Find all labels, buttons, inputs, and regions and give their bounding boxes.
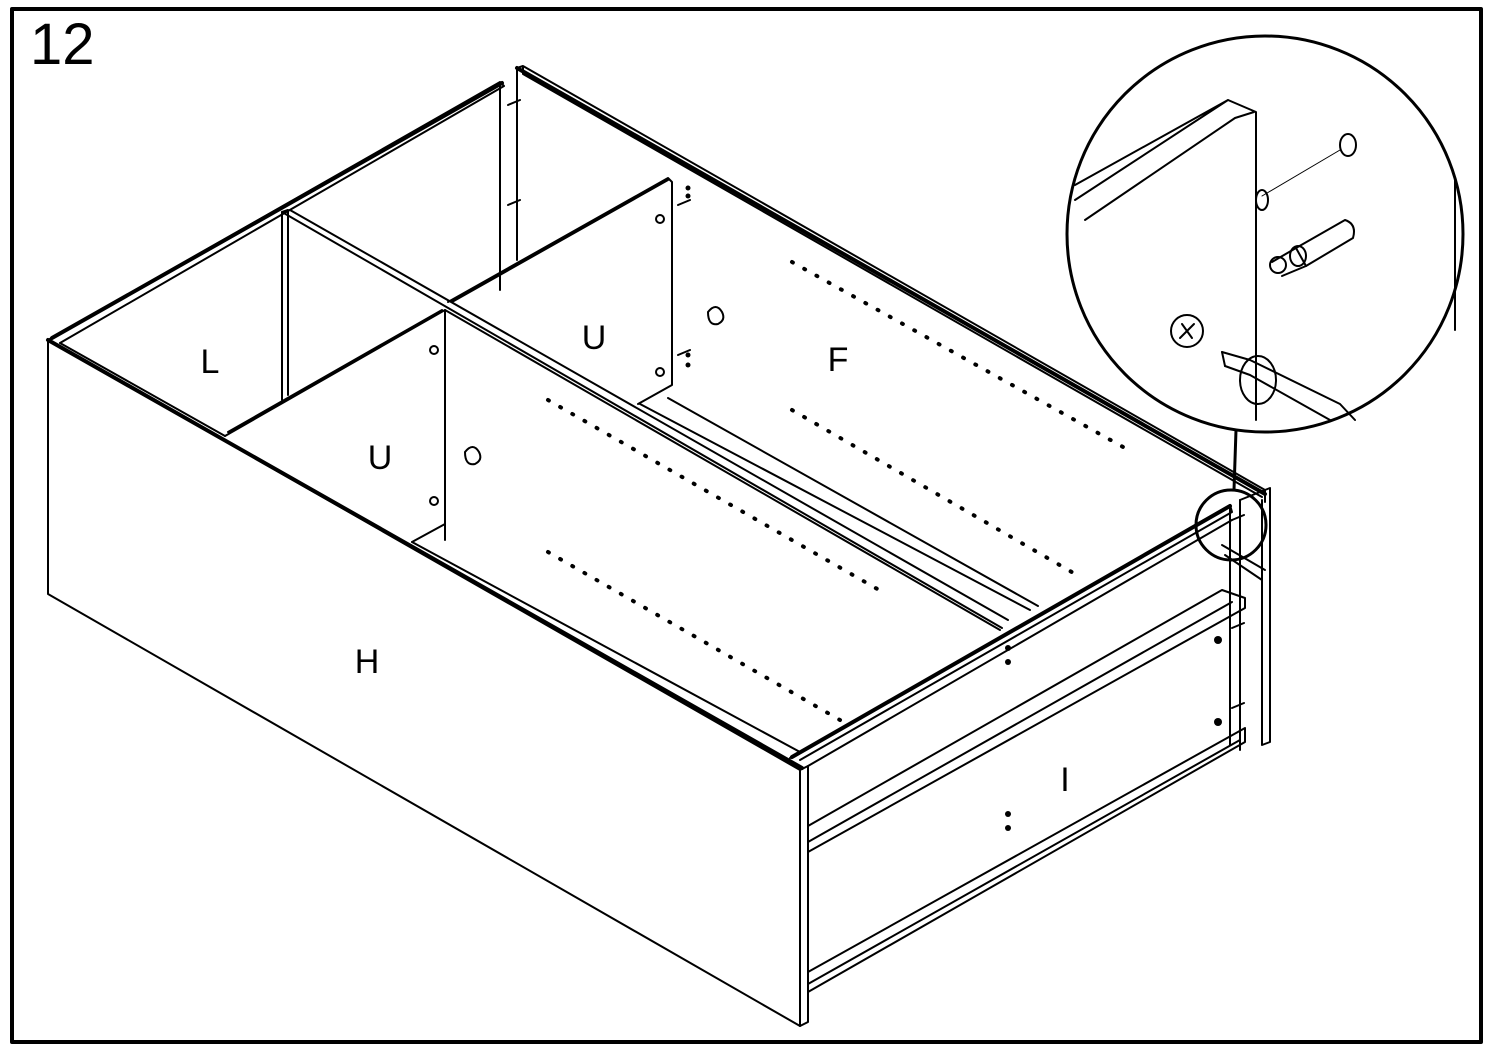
- partition-u-back: [447, 177, 673, 405]
- screwdriver-icon: [1221, 351, 1356, 421]
- center-divider: [281, 209, 1009, 631]
- wooden-dowel-icon: [1289, 219, 1355, 267]
- detail-callout: [1065, 34, 1465, 581]
- part-label-i: I: [1060, 761, 1070, 799]
- part-label-f: F: [827, 341, 849, 379]
- drawer-box: [46, 65, 1271, 1027]
- part-label-l: L: [200, 343, 220, 381]
- drawer-slide-rail: [807, 589, 1246, 993]
- front-panel-h: [47, 339, 801, 1027]
- callout-big-circle: [1065, 34, 1465, 434]
- cam-bolt-icon: [1269, 247, 1307, 277]
- part-label-u-front: U: [367, 439, 393, 477]
- cam-lock-icon: [1170, 314, 1204, 348]
- step-number: 12: [30, 12, 95, 77]
- part-label-u-back: U: [581, 319, 607, 357]
- diagram-border: [10, 7, 1483, 1044]
- partition-u-front: [224, 309, 446, 543]
- guide-dots: [546, 260, 1134, 722]
- part-label-h: H: [354, 643, 380, 681]
